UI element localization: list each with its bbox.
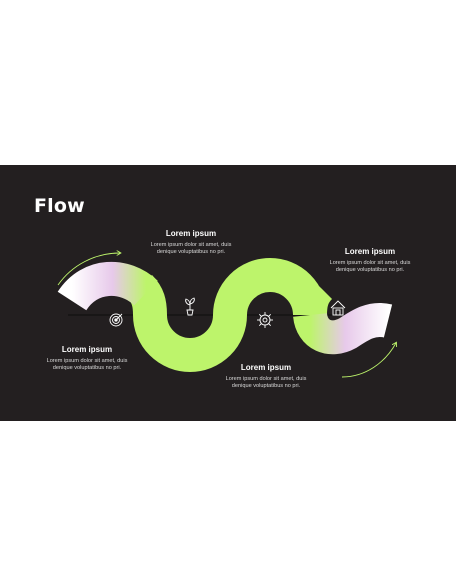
step-4-heading: Lorem ipsum (344, 247, 396, 256)
step-4-body-line1: Lorem ipsum dolor sit amet, duis (329, 260, 411, 266)
house-coins-icon (330, 300, 346, 316)
arrow-right-decoration (341, 343, 396, 378)
step-2-heading: Lorem ipsum (165, 229, 217, 238)
gear-icon (257, 312, 273, 328)
step-1-heading: Lorem ipsum (61, 345, 113, 354)
step-3-body-line1: Lorem ipsum dolor sit amet, duis (225, 376, 307, 382)
flow-wave-graphic (57, 165, 456, 378)
step-3-body-line2: denique voluptatibus no pri. (231, 383, 301, 390)
step-1-body-line1: Lorem ipsum dolor sit amet, duis (46, 358, 128, 364)
wave-middle-segment (127, 258, 333, 372)
step-1-body-line2: denique voluptatibus no pri. (52, 365, 122, 372)
step-2-body-line2: denique voluptatibus no pri. (156, 249, 226, 256)
step-3: Lorem ipsum Lorem ipsum dolor sit amet, … (207, 363, 325, 390)
wave-right-segment (293, 303, 393, 355)
wave-left-segment (57, 262, 158, 312)
step-2: Lorem ipsum Lorem ipsum dolor sit amet, … (132, 229, 250, 256)
slide: Flow (0, 165, 456, 421)
step-4-body-line2: denique voluptatibus no pri. (335, 267, 405, 274)
step-4: Lorem ipsum Lorem ipsum dolor sit amet, … (311, 247, 429, 274)
slide-title: Flow (34, 195, 85, 217)
arrow-left-decoration (57, 253, 120, 286)
step-2-body-line1: Lorem ipsum dolor sit amet, duis (150, 242, 232, 248)
target-icon (109, 313, 123, 327)
step-3-heading: Lorem ipsum (240, 363, 292, 372)
step-1: Lorem ipsum Lorem ipsum dolor sit amet, … (28, 345, 146, 372)
plant-pot-icon (185, 297, 195, 316)
